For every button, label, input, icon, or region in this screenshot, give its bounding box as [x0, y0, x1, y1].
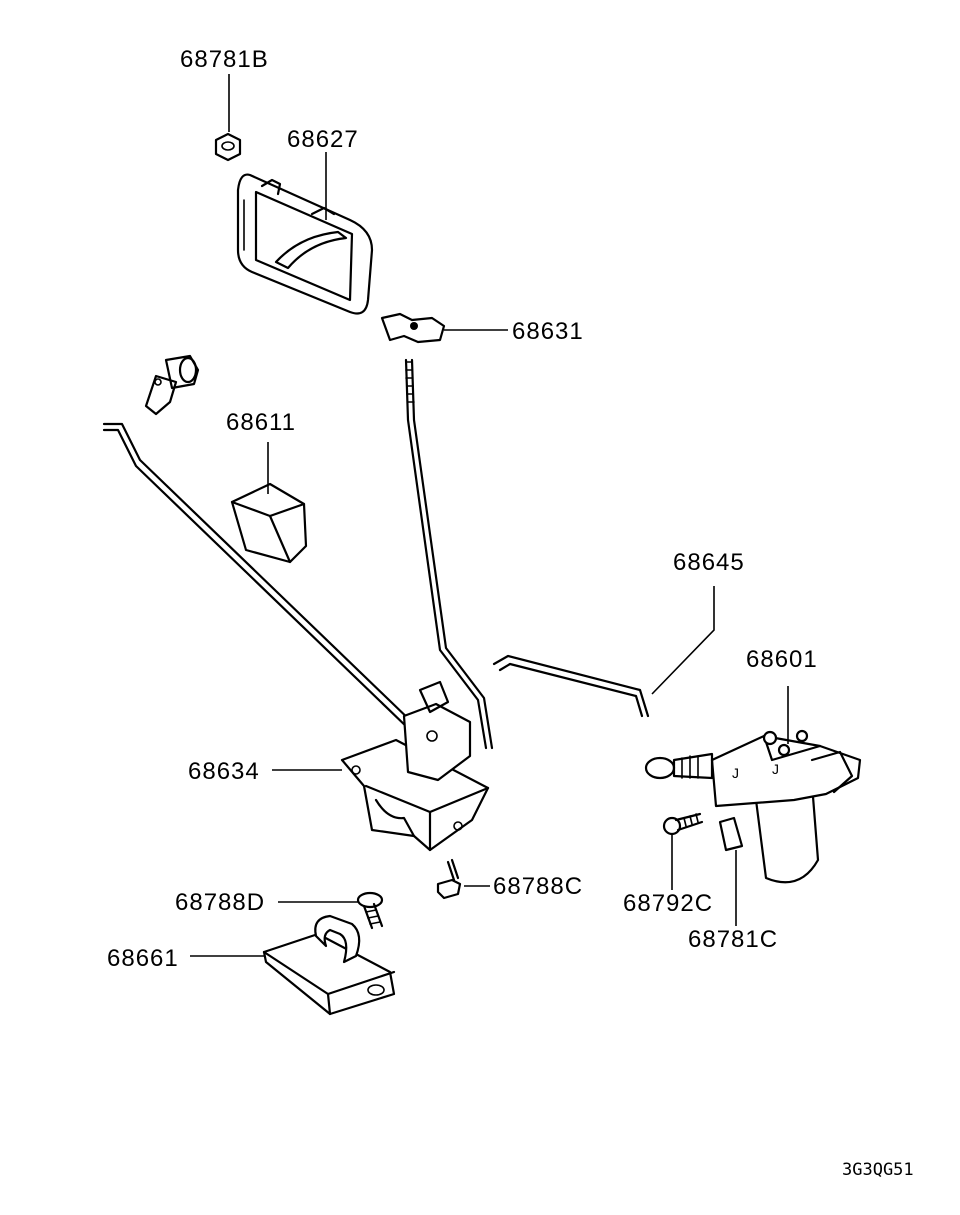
part-68611-pad	[230, 442, 308, 564]
part-68788C-screw	[436, 858, 490, 900]
diagram-code: 3G3QG51	[842, 1160, 914, 1180]
rod-vertical	[404, 358, 494, 750]
part-68631-clip	[380, 312, 508, 344]
label-68634: 68634	[188, 758, 260, 785]
label-68781C: 68781C	[688, 926, 778, 953]
lock-cylinder	[144, 354, 200, 416]
label-68788D: 68788D	[175, 889, 265, 916]
label-68661: 68661	[107, 945, 179, 972]
label-68781B: 68781B	[180, 46, 269, 73]
label-68627: 68627	[287, 126, 359, 153]
label-68631: 68631	[512, 318, 584, 345]
part-68788D-screw	[278, 891, 384, 930]
part-68645-rod	[492, 586, 715, 718]
part-68627-handle	[236, 152, 374, 315]
label-68611: 68611	[226, 409, 296, 436]
label-68792C: 68792C	[623, 890, 713, 917]
label-68788C: 68788C	[493, 873, 583, 900]
actuator-mark-left: J	[732, 765, 740, 781]
actuator-mark-right: J	[772, 761, 780, 777]
part-68601-actuator: J J	[644, 686, 862, 884]
part-68792C-bolt	[662, 812, 704, 890]
part-68661-striker	[190, 914, 396, 1016]
label-68645: 68645	[673, 549, 745, 576]
part-68781B-nut	[214, 74, 242, 162]
part-68781C-clip	[718, 816, 744, 926]
part-68634-latch	[272, 680, 490, 852]
label-68601: 68601	[746, 646, 818, 673]
rod-left	[102, 422, 418, 732]
